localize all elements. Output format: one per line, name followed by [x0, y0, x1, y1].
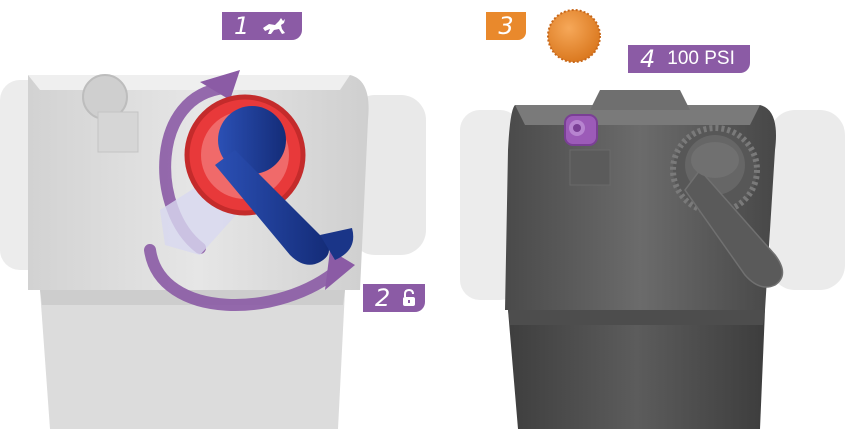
purple-air-valve-icon — [565, 115, 597, 145]
step-1-number: 1 — [234, 12, 249, 40]
step-4-pressure-label: 100 PSI — [667, 45, 735, 73]
step-2-number: 2 — [375, 284, 390, 312]
step-1-badge: 1 — [222, 12, 302, 40]
shock-light-illustration — [0, 0, 426, 429]
valve-cap-icon — [546, 8, 602, 64]
step-2-badge: 2 — [363, 284, 425, 312]
step-3-number: 3 — [498, 12, 513, 40]
step-3-badge: 3 — [486, 12, 526, 40]
padlock-open-icon — [402, 289, 416, 307]
deer-running-icon — [261, 16, 287, 36]
left-panel-step-1-2: 1 2 — [0, 0, 426, 429]
step-4-number: 4 — [640, 45, 655, 73]
step-4-badge: 4 100 PSI — [628, 45, 750, 73]
